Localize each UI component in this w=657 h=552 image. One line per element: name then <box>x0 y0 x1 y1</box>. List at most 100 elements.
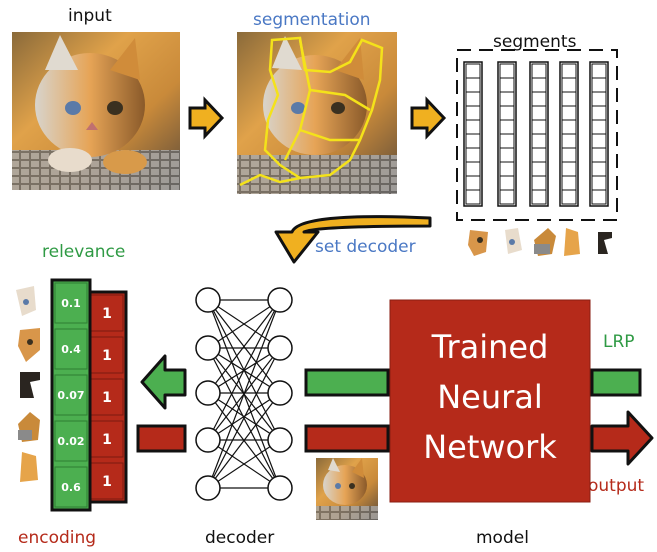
segment-cell <box>561 189 577 205</box>
segment-cell <box>591 77 607 93</box>
segment-cell <box>465 105 481 121</box>
decoder-node <box>267 287 293 313</box>
segment-cell <box>561 77 577 93</box>
relevance-value: 0.4 <box>61 343 81 356</box>
segment-cell <box>591 119 607 135</box>
segment-column <box>529 61 549 207</box>
relevance-label: relevance <box>42 242 126 262</box>
encoding-value: 1 <box>102 390 112 406</box>
model-box-line-2: Neural <box>437 378 543 416</box>
segment-thumbnail <box>20 372 40 398</box>
input-to-segmentation-arrow-icon <box>188 96 225 140</box>
segmentation-to-segments-arrow-icon <box>410 96 447 140</box>
relevance-value: 0.6 <box>61 481 81 494</box>
relevance-value: 0.07 <box>57 389 84 402</box>
set-decoder-label: set decoder <box>315 237 416 257</box>
segment-cell <box>591 63 607 79</box>
segment-cell <box>499 63 515 79</box>
segment-cell <box>591 161 607 177</box>
decoder-node <box>195 475 221 501</box>
encoding-cell <box>90 294 124 332</box>
decoder-node <box>195 335 221 361</box>
segment-cell <box>591 105 607 121</box>
decoder-node <box>267 335 293 361</box>
decoder-network <box>195 287 293 501</box>
output-arrow-right-icon <box>590 410 654 466</box>
set-decoder-arrow-icon <box>274 215 432 264</box>
segment-cell <box>591 91 607 107</box>
forward-bar-left <box>136 424 187 453</box>
segment-cell <box>499 91 515 107</box>
segment-cell <box>561 161 577 177</box>
encoding-label: encoding <box>18 528 97 548</box>
decoder-edge <box>207 299 281 349</box>
relevance-cell <box>54 374 88 416</box>
encoding-cell <box>90 420 124 458</box>
decoder-label: decoder <box>205 528 275 548</box>
decoder-edges <box>207 299 281 489</box>
lrp-bar-middle <box>304 368 390 397</box>
segment-cell <box>499 77 515 93</box>
segment-cell <box>531 91 547 107</box>
segment-cell <box>499 119 515 135</box>
model-box-line-3: Network <box>423 428 557 466</box>
lrp-arrow-left-icon <box>140 354 187 410</box>
segments-set <box>456 49 618 221</box>
segment-thumbnail <box>20 452 38 482</box>
segment-column <box>559 61 579 207</box>
segment-cell <box>531 133 547 149</box>
segment-cell <box>465 119 481 135</box>
segment-cell <box>465 175 481 191</box>
segment-column <box>497 61 517 207</box>
decoder-edge <box>207 347 281 489</box>
segment-cell <box>465 189 481 205</box>
segment-cell <box>591 133 607 149</box>
reconstructed-image <box>316 458 378 520</box>
segment-cell <box>499 161 515 177</box>
segmentation-image <box>237 32 397 194</box>
relevance-cell <box>54 466 88 508</box>
segment-column <box>463 61 483 207</box>
segment-thumbnail <box>532 226 558 256</box>
decoder-edge <box>207 299 281 489</box>
model-box-line-1: Trained <box>431 328 549 366</box>
segment-thumbnail <box>594 230 614 256</box>
segment-cell <box>591 189 607 205</box>
segment-cell <box>531 147 547 163</box>
segment-cell <box>561 119 577 135</box>
decoder-edge <box>207 299 281 441</box>
decoder-edge <box>207 439 281 489</box>
segment-cell <box>499 133 515 149</box>
segment-cell <box>561 133 577 149</box>
encoding-value: 1 <box>102 432 112 448</box>
output-label: output <box>588 476 645 496</box>
segment-columns <box>463 61 609 207</box>
segment-cell <box>561 91 577 107</box>
encoding-cell <box>90 336 124 374</box>
segmentation-label: segmentation <box>253 10 371 30</box>
segment-cell <box>499 147 515 163</box>
decoder-edge <box>207 299 281 394</box>
segment-cell <box>591 175 607 191</box>
segment-cell <box>531 77 547 93</box>
decoder-node <box>267 427 293 453</box>
relevance-value: 0.02 <box>57 435 84 448</box>
encoding-value: 1 <box>102 474 112 490</box>
segment-cell <box>531 189 547 205</box>
segment-cell <box>465 161 481 177</box>
encoding-cell <box>90 462 124 500</box>
decoder-edge <box>207 392 281 441</box>
forward-bar-middle <box>304 424 390 453</box>
segment-thumbnails <box>466 226 614 256</box>
segment-cell <box>465 133 481 149</box>
segment-thumbnail <box>18 412 40 442</box>
segment-cell <box>561 63 577 79</box>
segment-cell <box>499 189 515 205</box>
segment-cell <box>561 105 577 121</box>
decoder-node <box>267 475 293 501</box>
segments-label: segments <box>493 32 577 52</box>
segment-cell <box>465 77 481 93</box>
segment-cell <box>499 105 515 121</box>
